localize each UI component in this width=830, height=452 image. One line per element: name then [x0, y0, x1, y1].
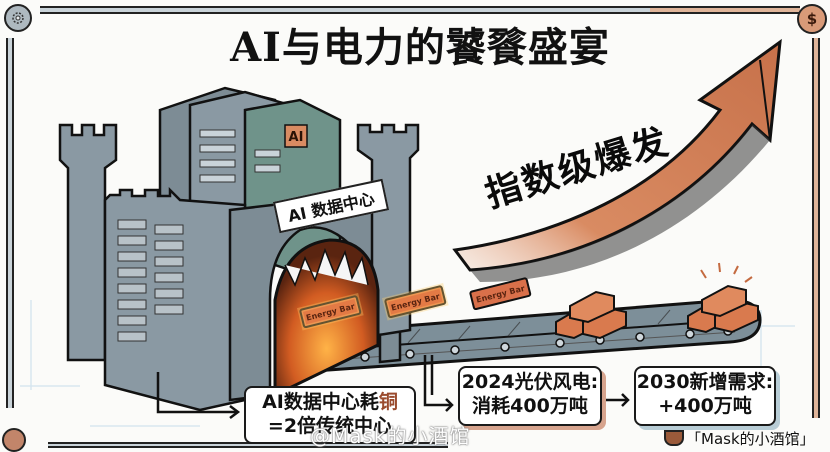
conveyor-roller: [405, 349, 415, 359]
gear-icon: [4, 4, 32, 32]
flow-arrows: [156, 355, 630, 419]
copper-highlight: 铜: [378, 391, 398, 413]
energy-bar: Energy Bar: [296, 292, 364, 331]
grid-line: [30, 300, 32, 390]
frame-top-right-border: [650, 6, 800, 14]
ai-chip-badge: AI: [289, 130, 304, 145]
callout-line: 消耗400万吨: [472, 395, 588, 417]
conveyor-roller: [685, 329, 695, 339]
callout-line: =2倍传统中心: [267, 415, 393, 437]
brand-tag: 「Mask的小酒馆」: [686, 430, 815, 448]
callout-2030-demand: 2030新增需求: +400万吨: [634, 366, 776, 426]
dollar-coin-icon: $: [797, 4, 827, 34]
callout-copper-consumption: AI数据中心耗铜 =2倍传统中心: [244, 386, 416, 444]
grid-line: [90, 425, 200, 427]
frame-left-border: [6, 38, 14, 408]
grid-line: [735, 325, 795, 327]
exponential-growth-arrow: [452, 38, 782, 282]
conveyor-roller: [360, 352, 370, 362]
gear-icon: [2, 428, 26, 452]
energy-bar: Energy Bar: [381, 282, 449, 321]
coin-symbol: $: [806, 10, 818, 28]
grid-line: [20, 385, 80, 387]
conveyor-roller: [635, 332, 645, 342]
conveyor-roller: [555, 338, 565, 348]
watermark: @Mask的小酒馆: [310, 424, 471, 448]
coffee-cup-icon: [664, 430, 684, 446]
conveyor-roller: [500, 342, 510, 352]
frame-top-border: [40, 6, 650, 14]
callout-line: 2030新增需求:: [636, 371, 774, 393]
conveyor-roller: [450, 345, 460, 355]
page-title: AI与电力的饕餮盛宴: [230, 24, 610, 71]
callout-line: +400万吨: [658, 395, 752, 417]
copper-bar-stack: [555, 290, 627, 340]
callout-line: AI数据中心耗: [262, 391, 379, 413]
energy-bar: Energy Bar: [469, 277, 532, 311]
callout-2024-solar-wind: 2024光伏风电: 消耗400万吨: [458, 366, 602, 426]
copper-bar-stack: [687, 262, 759, 334]
frame-right-border: [812, 38, 820, 418]
frame-bottom-border: [48, 442, 448, 448]
grid-line: [760, 310, 762, 380]
callout-line: 2024光伏风电:: [461, 371, 599, 393]
